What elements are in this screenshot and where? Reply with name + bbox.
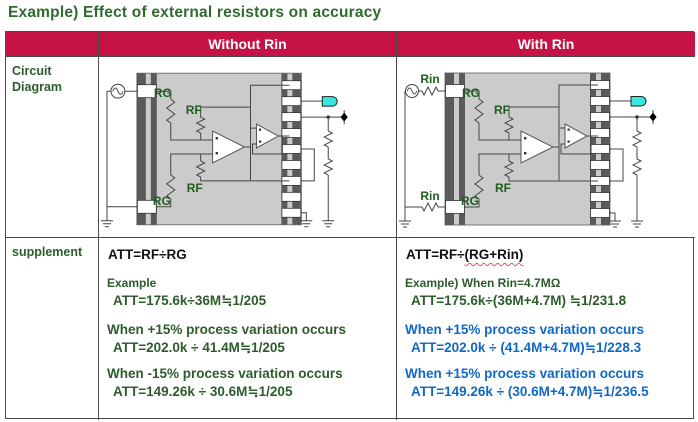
minus-variation-label: When +15% process variation occurs <box>405 366 644 382</box>
plus-variation-calc: ATT=202.0k ÷ 41.4M≒1/205 <box>113 339 285 355</box>
circuit-diagram-without-rin <box>100 57 396 227</box>
circuit-cell-with-rin: Rin Rin <box>397 57 695 238</box>
header-with-rin: With Rin <box>397 32 695 57</box>
header-empty-cell <box>6 32 99 57</box>
rin-resistor-bottom <box>421 202 439 211</box>
minus-variation-label: When -15% process variation occurs <box>107 366 343 382</box>
plus-variation-label: When +15% process variation occurs <box>107 321 346 337</box>
circuit-cell-without-rin <box>99 57 397 238</box>
example-calc: ATT=175.6k÷36M≒1/205 <box>113 292 267 308</box>
minus-variation-calc: ATT=149.26k ÷ 30.6M≒1/205 <box>113 384 293 400</box>
row-label-circuit-diagram: Circuit Diagram <box>6 57 99 238</box>
formula-with-rin: ATT=RF÷(RG+Rin) <box>406 247 524 262</box>
supplement-without-rin: ATT=RF÷RG Example ATT=175.6k÷36M≒1/205 W… <box>99 238 397 420</box>
formula-wavy-part: (RG+Rin) <box>464 247 524 262</box>
circuit-diagram-with-rin: Rin Rin <box>398 72 695 227</box>
plus-variation-block: When +15% process variation occurs ATT=2… <box>405 322 689 356</box>
plus-variation-label: When +15% process variation occurs <box>405 321 644 337</box>
example-block: Example ATT=175.6k÷36M≒1/205 <box>107 276 390 309</box>
comparison-table: Without Rin With Rin Circuit Diagram <box>5 31 695 420</box>
ac-source-icon <box>405 83 419 98</box>
minus-variation-block: When -15% process variation occurs ATT=1… <box>107 366 390 400</box>
plus-variation-block: When +15% process variation occurs ATT=2… <box>107 322 390 356</box>
header-without-rin: Without Rin <box>99 32 397 57</box>
rin-label-top: Rin <box>420 72 439 86</box>
rin-resistor-top <box>421 86 439 95</box>
example-label: Example <box>107 276 157 291</box>
example-block: Example) When Rin=4.7MΩ ATT=175.6k÷(36M+… <box>405 276 689 309</box>
row-label-supplement: supplement <box>6 238 99 420</box>
example-label: Example) When Rin=4.7MΩ <box>405 276 561 291</box>
page-title: Example) Effect of external resistors on… <box>8 4 382 21</box>
example-calc: ATT=175.6k÷(36M+4.7M) ≒1/231.8 <box>411 292 627 308</box>
rin-label-bottom: Rin <box>420 189 439 203</box>
minus-variation-calc: ATT=149.26k ÷ (30.6M+4.7M)≒1/236.5 <box>411 384 649 400</box>
formula-without-rin: ATT=RF÷RG <box>108 247 187 262</box>
plus-variation-calc: ATT=202.0k ÷ (41.4M+4.7M)≒1/228.3 <box>411 339 642 355</box>
ac-source-icon <box>110 83 126 99</box>
minus-variation-block: When +15% process variation occurs ATT=1… <box>405 366 689 400</box>
supplement-with-rin: ATT=RF÷(RG+Rin) Example) When Rin=4.7MΩ … <box>397 238 695 420</box>
